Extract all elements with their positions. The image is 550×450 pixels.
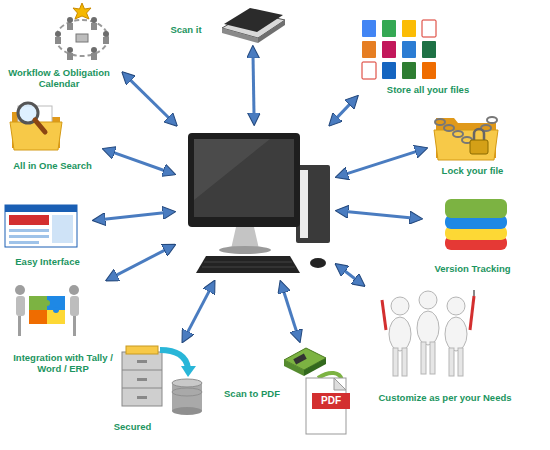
feature-label: Scan to PDF: [218, 388, 286, 399]
scanner-icon: [222, 8, 285, 43]
feature-label: Version Tracking: [425, 263, 520, 274]
feature-node: Lock your file: [430, 108, 515, 176]
computer-node: [178, 128, 333, 278]
feature-label: Lock your file: [430, 165, 515, 176]
workflow-icon: [55, 3, 109, 60]
feature-label: Scan it: [158, 24, 214, 35]
feature-label: Easy Interface: [5, 256, 90, 267]
double-arrow: [105, 149, 174, 173]
interface-icon: [5, 205, 77, 247]
computer-illustration: [188, 133, 330, 273]
feature-label: Store all your files: [378, 84, 478, 95]
feature-node: Workflow & Obligation Calendar: [3, 3, 120, 90]
feature-node: Scan it: [158, 8, 285, 43]
secured-icon: [122, 346, 202, 415]
double-arrow: [337, 265, 363, 285]
pdf-badge-text: PDF: [312, 393, 350, 409]
version-icon: [445, 199, 507, 250]
file-types-icon: [362, 20, 436, 79]
feature-label: Customize as per your Needs: [362, 392, 528, 403]
double-arrow: [108, 246, 174, 280]
feature-label: Secured: [100, 421, 165, 432]
customize-icon: [382, 290, 474, 376]
feature-node: Easy Interface: [5, 205, 90, 267]
feature-node: Store all your files: [360, 18, 478, 95]
lock-icon: [434, 117, 498, 160]
feature-node: Version Tracking: [425, 195, 520, 274]
feature-node: Scan to PDF: [218, 345, 353, 437]
feature-label: Integration with Tally / Word / ERP: [8, 352, 118, 375]
feature-node: All in One Search: [5, 98, 100, 171]
double-arrow: [338, 149, 425, 177]
feature-label: Workflow & Obligation Calendar: [3, 67, 115, 90]
double-arrow: [338, 211, 420, 219]
search-icon: [10, 103, 62, 150]
integration-icon: [15, 285, 79, 336]
feature-label: All in One Search: [5, 160, 100, 171]
feature-node: Integration with Tally / Word / ERP: [8, 282, 118, 375]
double-arrow: [331, 97, 357, 124]
label-holder: PDF: [312, 393, 350, 409]
scan-to-pdf-icon: [284, 348, 350, 434]
double-arrow: [124, 73, 176, 124]
double-arrow: [281, 283, 299, 340]
feature-node: Customize as per your Needs: [362, 288, 528, 403]
double-arrow: [95, 212, 173, 220]
feature-node: Secured: [100, 345, 205, 432]
double-arrow: [253, 48, 254, 123]
double-arrow: [183, 282, 214, 340]
